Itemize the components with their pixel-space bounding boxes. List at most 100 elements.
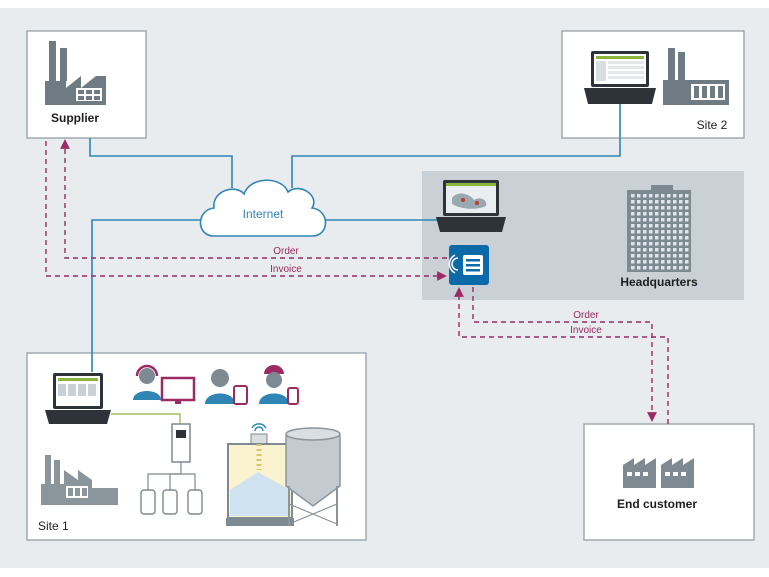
- building-window: [679, 230, 683, 234]
- hq-building-icon: [627, 185, 691, 272]
- building-window: [643, 260, 647, 264]
- building-window: [667, 224, 671, 228]
- building-window: [661, 254, 665, 258]
- building-window: [649, 266, 653, 270]
- building-window: [655, 254, 659, 258]
- building-window: [661, 260, 665, 264]
- building-window: [643, 206, 647, 210]
- ibc-tank-icon: [226, 443, 294, 526]
- building-window: [637, 206, 641, 210]
- building-window: [673, 212, 677, 216]
- building-window: [661, 200, 665, 204]
- building-window: [655, 242, 659, 246]
- building-window: [667, 206, 671, 210]
- customer-order-line: [472, 287, 657, 422]
- building-window: [673, 200, 677, 204]
- building-window: [685, 236, 689, 240]
- building-window: [631, 230, 635, 234]
- supplier-label: Supplier: [51, 111, 99, 125]
- building-window: [649, 212, 653, 216]
- flow-lines: [45, 139, 669, 424]
- building-window: [637, 260, 641, 264]
- site1-factory-icon: [41, 455, 118, 505]
- operator-headset-icon: [133, 364, 196, 404]
- building-window: [649, 260, 653, 264]
- building-window: [673, 248, 677, 252]
- supplier-order-label: Order: [273, 246, 299, 257]
- supplier-invoice-line: [45, 141, 447, 281]
- headquarters-label: Headquarters: [620, 275, 698, 289]
- building-window: [643, 248, 647, 252]
- customer-invoice-label: Invoice: [570, 325, 602, 336]
- building-window: [667, 254, 671, 258]
- building-window: [649, 218, 653, 222]
- field-instrument-icons: [140, 423, 203, 515]
- building-window: [643, 212, 647, 216]
- site2-internet-line: [291, 104, 621, 188]
- technician-phone-icon: [259, 365, 299, 405]
- building-window: [685, 212, 689, 216]
- user-tablet-icon: [205, 369, 248, 405]
- site1-internet-line: [91, 219, 206, 372]
- building-window: [649, 200, 653, 204]
- building-window: [631, 200, 635, 204]
- building-window: [685, 206, 689, 210]
- building-window: [649, 206, 653, 210]
- building-window: [643, 218, 647, 222]
- supplier-factory-icon: [45, 41, 106, 105]
- building-window: [637, 254, 641, 258]
- building-window: [685, 224, 689, 228]
- building-window: [673, 254, 677, 258]
- building-window: [655, 230, 659, 234]
- building-window: [643, 236, 647, 240]
- building-window: [673, 224, 677, 228]
- building-window: [649, 242, 653, 246]
- building-window: [631, 212, 635, 216]
- customer-invoice-line: [454, 287, 669, 424]
- building-window: [637, 230, 641, 234]
- building-window: [685, 194, 689, 198]
- building-window: [631, 236, 635, 240]
- building-window: [655, 260, 659, 264]
- building-window: [685, 200, 689, 204]
- building-window: [667, 266, 671, 270]
- building-window: [631, 242, 635, 246]
- building-window: [679, 194, 683, 198]
- wifi-sensor-icon: [250, 423, 268, 445]
- internet-label: Internet: [243, 207, 284, 221]
- customer-order-label: Order: [573, 310, 599, 321]
- internet-cloud: Internet: [199, 179, 327, 237]
- building-window: [637, 224, 641, 228]
- building-window: [667, 212, 671, 216]
- building-window: [637, 194, 641, 198]
- building-window: [661, 194, 665, 198]
- supplier-internet-line: [89, 138, 233, 188]
- building-window: [655, 266, 659, 270]
- site2-factory-icon: [663, 48, 729, 105]
- building-window: [631, 254, 635, 258]
- building-window: [667, 242, 671, 246]
- building-window: [631, 224, 635, 228]
- silo-icon: [285, 427, 341, 526]
- building-window: [679, 236, 683, 240]
- building-window: [649, 248, 653, 252]
- building-window: [637, 212, 641, 216]
- building-window: [655, 248, 659, 252]
- building-window: [685, 254, 689, 258]
- building-window: [661, 242, 665, 246]
- building-window: [673, 206, 677, 210]
- building-window: [685, 260, 689, 264]
- building-window: [643, 254, 647, 258]
- building-window: [637, 218, 641, 222]
- building-window: [655, 224, 659, 228]
- building-window: [667, 236, 671, 240]
- building-window: [631, 248, 635, 252]
- building-window: [679, 206, 683, 210]
- building-window: [643, 200, 647, 204]
- building-window: [685, 266, 689, 270]
- building-window: [643, 224, 647, 228]
- building-window: [631, 266, 635, 270]
- building-window: [649, 236, 653, 240]
- building-window: [643, 242, 647, 246]
